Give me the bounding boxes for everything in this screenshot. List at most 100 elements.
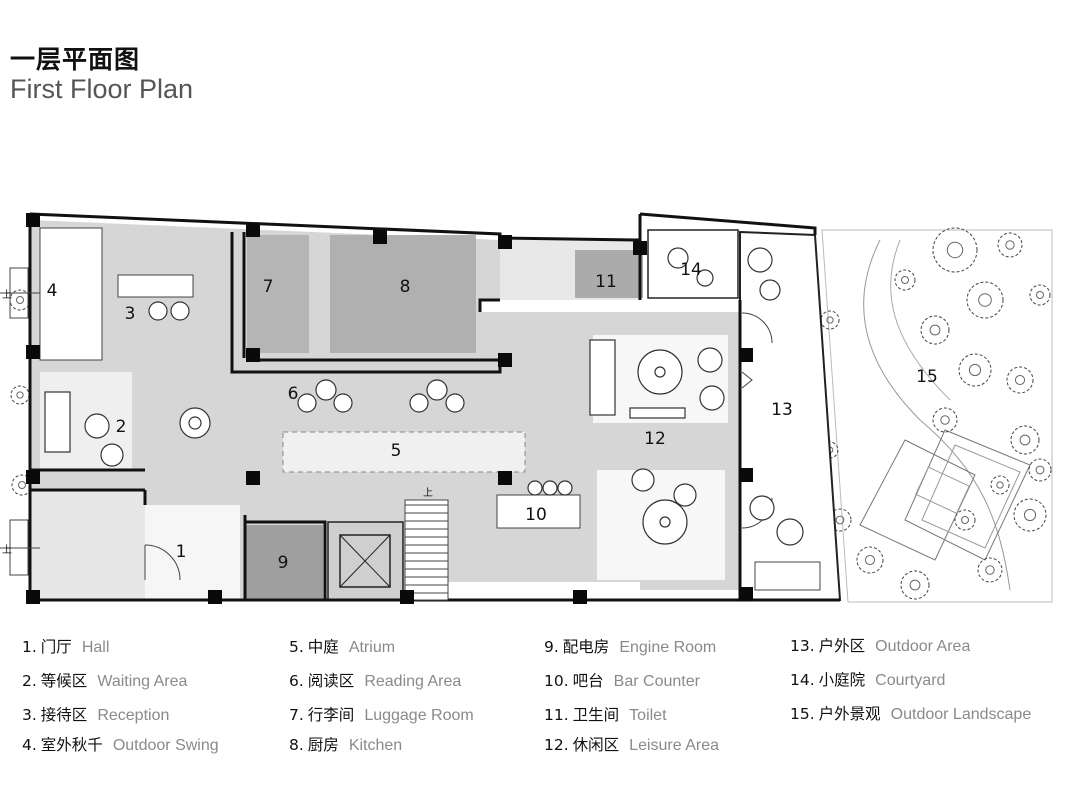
label-bar: 10: [525, 505, 547, 525]
legend-number: 1.: [22, 638, 37, 656]
label-kitchen: 8: [400, 277, 411, 297]
legend-cn: 户外区: [818, 637, 866, 655]
legend-cn: 行李间: [307, 706, 355, 724]
tree-icon: [828, 508, 852, 532]
legend-en: Toilet: [629, 707, 667, 724]
tree-center: [1035, 465, 1045, 475]
legend-en: Bar Counter: [613, 673, 700, 690]
label-reading: 6: [288, 384, 299, 404]
tree-center: [1019, 434, 1031, 446]
column: [498, 471, 512, 485]
page-title-en: First Floor Plan: [10, 74, 194, 104]
tree-icon: [977, 557, 1003, 583]
tree-icon: [820, 310, 840, 330]
tree-center: [946, 241, 964, 259]
legend-number: 15.: [790, 705, 815, 723]
legend-cn: 吧台: [572, 672, 604, 690]
legend-cn: 户外景观: [818, 705, 881, 723]
label-luggage: 7: [263, 277, 274, 297]
legend-number: 8.: [289, 736, 304, 754]
tree-center: [1023, 508, 1037, 522]
legend-en: Hall: [81, 639, 110, 656]
tree-icon: [1029, 284, 1051, 306]
column: [373, 230, 387, 244]
column: [633, 241, 647, 255]
legend-cn: 厨房: [307, 736, 339, 754]
legend-en: Reading Area: [364, 673, 462, 690]
tree-center: [1014, 374, 1026, 386]
tree-center: [909, 579, 921, 591]
legend-item: 3.接待区 Reception: [22, 703, 169, 725]
legend-item: 13.户外区 Outdoor Area: [790, 634, 970, 656]
legend-en: Leisure Area: [629, 737, 720, 754]
tree-center: [996, 481, 1004, 489]
legend-en: Outdoor Area: [875, 638, 971, 655]
legend-cn: 接待区: [40, 706, 88, 724]
tree-icon: [958, 353, 992, 387]
column: [739, 348, 753, 362]
tree-icon: [990, 475, 1010, 495]
column: [26, 590, 40, 604]
tree-center: [864, 554, 876, 566]
tree-icon: [856, 546, 884, 574]
legend-cn: 室外秋千: [40, 736, 103, 754]
legend-en: Outdoor Swing: [112, 737, 219, 754]
tree-center: [16, 296, 24, 304]
tree-icon: [966, 281, 1004, 319]
legend-number: 13.: [790, 637, 815, 655]
column: [573, 590, 587, 604]
tree-center: [929, 324, 941, 336]
legend-en: Courtyard: [875, 672, 946, 689]
stair-mark: 上: [423, 487, 433, 499]
tree-icon: [954, 509, 976, 531]
tree-center: [985, 565, 995, 575]
column: [246, 348, 260, 362]
tree-icon: [932, 227, 978, 273]
column: [26, 213, 40, 227]
column: [208, 590, 222, 604]
outdoor-landscape-area: [821, 229, 1053, 603]
tree-icon: [920, 315, 950, 345]
legend-en: Reception: [97, 707, 170, 724]
column: [498, 353, 512, 367]
legend-item: 14.小庭院 Courtyard: [790, 668, 945, 690]
legend-number: 10.: [544, 672, 569, 690]
legend-cn: 小庭院: [818, 671, 866, 689]
column: [498, 235, 512, 249]
label-toilet: 11: [595, 272, 617, 292]
legend-number: 9.: [544, 638, 559, 656]
furniture: [44, 247, 804, 546]
legend-cn: 配电房: [562, 638, 610, 656]
label-hall: 1: [176, 542, 187, 562]
legend-cn: 等候区: [40, 672, 88, 690]
tree-icon: [1013, 498, 1047, 532]
legend-number: 3.: [22, 706, 37, 724]
legend-cn: 卫生间: [572, 706, 620, 724]
thin-lines: [0, 227, 821, 601]
label-reception: 3: [125, 304, 136, 324]
tree-center: [835, 515, 845, 525]
tree-center: [1036, 291, 1044, 299]
legend-number: 14.: [790, 671, 815, 689]
legend-item: 10.吧台 Bar Counter: [544, 669, 700, 691]
legend-number: 7.: [289, 706, 304, 724]
label-engine: 9: [278, 553, 289, 573]
legend-en: Engine Room: [619, 639, 717, 656]
label-outdoor: 13: [771, 400, 793, 420]
legend-cn: 阅读区: [307, 672, 355, 690]
legend-item: 9.配电房 Engine Room: [544, 635, 716, 657]
page-title-cn: 一层平面图: [10, 45, 141, 74]
tree-icon: [1028, 458, 1052, 482]
tree-center: [968, 363, 982, 377]
column: [400, 590, 414, 604]
tree-center: [901, 276, 909, 284]
tree-icon: [997, 232, 1023, 258]
label-courtyard: 14: [680, 260, 702, 280]
legend-number: 11.: [544, 706, 569, 724]
